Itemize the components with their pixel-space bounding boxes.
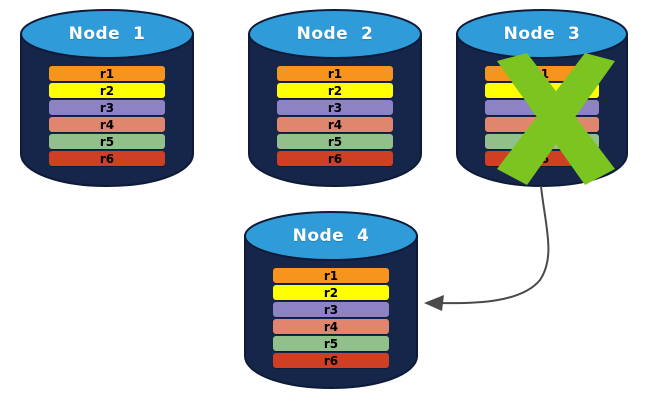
row-bar[interactable]: r5 bbox=[273, 336, 389, 351]
row-bar[interactable]: r4 bbox=[277, 117, 393, 132]
row-bar[interactable]: r6 bbox=[277, 151, 393, 166]
row-bar[interactable]: r1 bbox=[277, 66, 393, 81]
row-list-2: r1 r2 r3 r4 r5 r6 bbox=[249, 66, 421, 166]
row-bar[interactable]: r5 bbox=[277, 134, 393, 149]
row-bar[interactable]: r3 bbox=[273, 302, 389, 317]
arrowhead-icon bbox=[424, 295, 444, 311]
row-bar[interactable]: r3 bbox=[277, 100, 393, 115]
row-bar[interactable]: r2 bbox=[485, 83, 599, 98]
row-list-4: r1 r2 r3 r4 r5 r6 bbox=[245, 268, 417, 368]
node-cylinder-4[interactable]: Node 4 r1 r2 r3 r4 r5 r6 bbox=[244, 210, 418, 390]
node-cylinder-3[interactable]: Node 3 r1 r2 r3 r4 r5 r6 bbox=[456, 8, 628, 188]
row-bar[interactable]: r5 bbox=[49, 134, 165, 149]
row-bar[interactable]: r4 bbox=[485, 117, 599, 132]
row-bar[interactable]: r1 bbox=[273, 268, 389, 283]
node-cylinder-1[interactable]: Node 1 r1 r2 r3 r4 r5 r6 bbox=[20, 8, 194, 188]
row-bar[interactable]: r4 bbox=[273, 319, 389, 334]
row-list-3: r1 r2 r3 r4 r5 r6 bbox=[457, 66, 627, 166]
row-bar[interactable]: r4 bbox=[49, 117, 165, 132]
row-bar[interactable]: r3 bbox=[49, 100, 165, 115]
row-bar[interactable]: r3 bbox=[485, 100, 599, 115]
row-bar[interactable]: r6 bbox=[485, 151, 599, 166]
row-bar[interactable]: r1 bbox=[485, 66, 599, 81]
node-cylinder-2[interactable]: Node 2 r1 r2 r3 r4 r5 r6 bbox=[248, 8, 422, 188]
row-bar[interactable]: r5 bbox=[485, 134, 599, 149]
row-list-1: r1 r2 r3 r4 r5 r6 bbox=[21, 66, 193, 166]
row-bar[interactable]: r6 bbox=[273, 353, 389, 368]
row-bar[interactable]: r2 bbox=[277, 83, 393, 98]
row-bar[interactable]: r1 bbox=[49, 66, 165, 81]
row-bar[interactable]: r2 bbox=[49, 83, 165, 98]
row-bar[interactable]: r2 bbox=[273, 285, 389, 300]
row-bar[interactable]: r6 bbox=[49, 151, 165, 166]
